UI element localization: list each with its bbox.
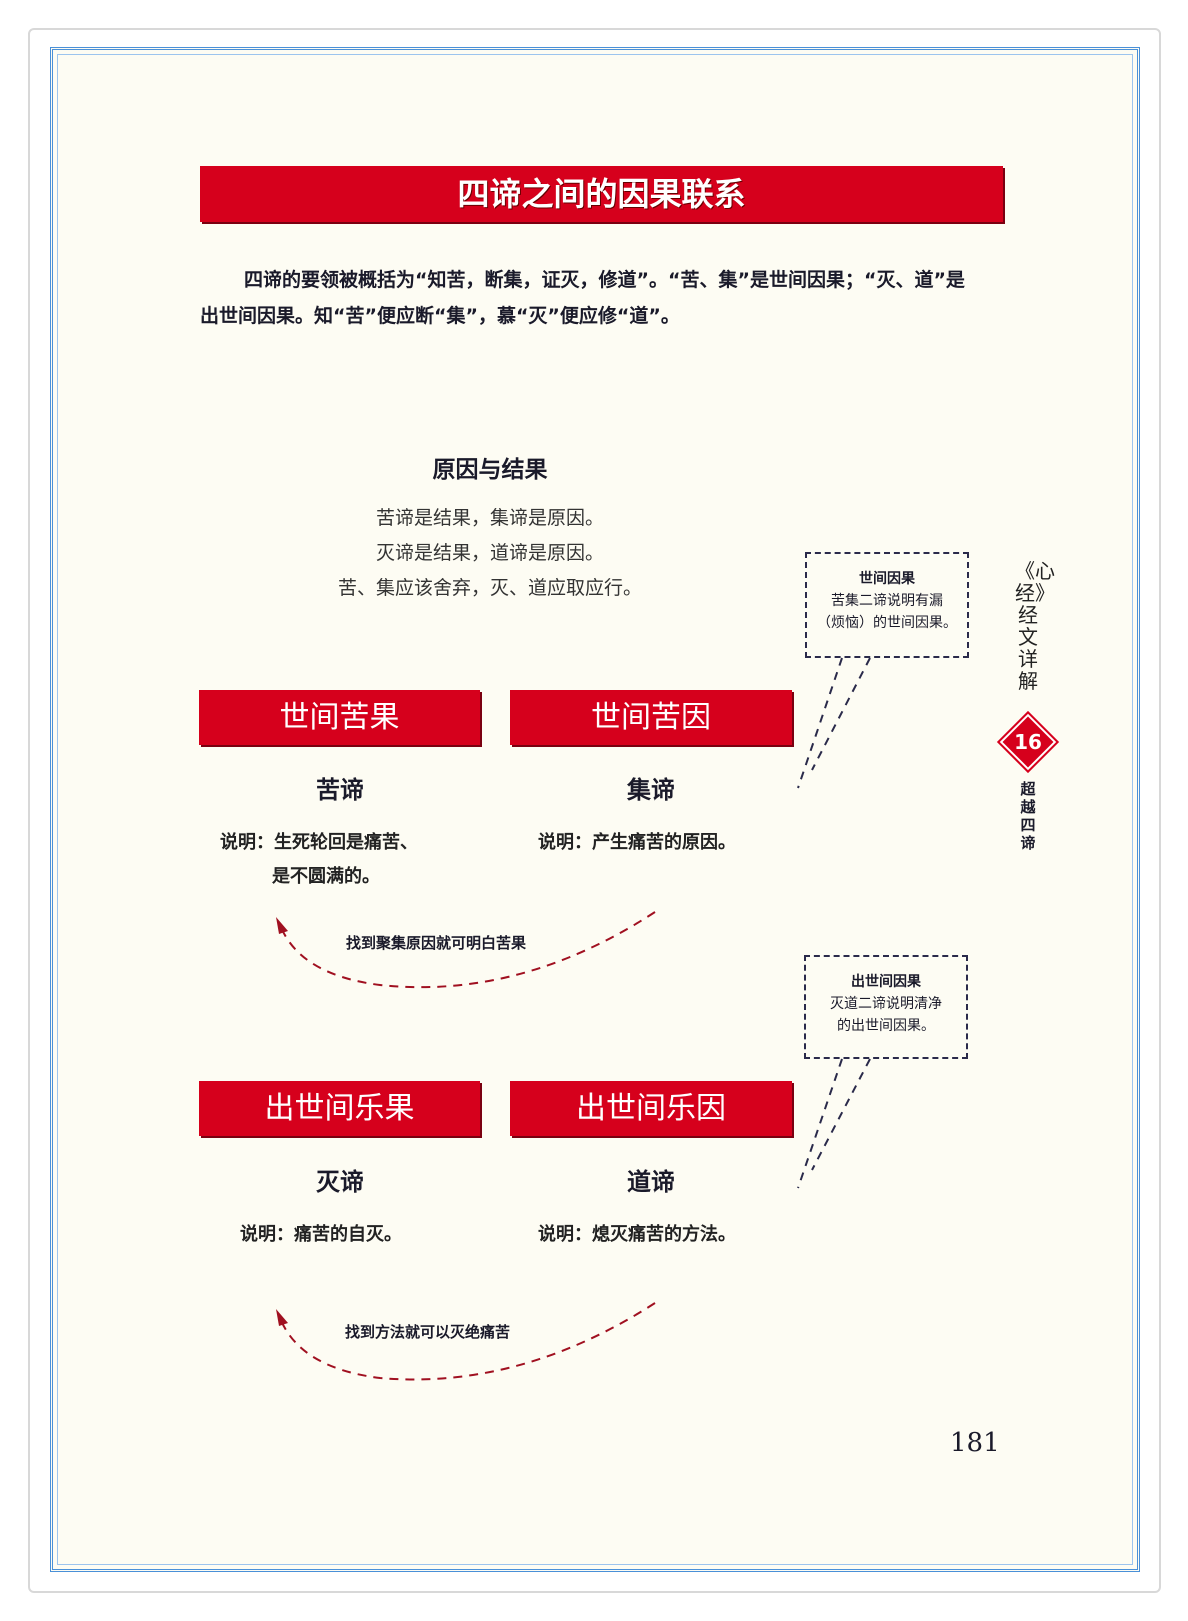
section-heading: 原因与结果: [432, 457, 548, 483]
term-magga: 道谛: [627, 1168, 675, 1196]
bar-transcendent-bliss-cause: 出世间乐因: [510, 1081, 792, 1136]
callout-text: （烦恼）的世间因果。: [817, 615, 957, 631]
bar-worldly-suffering-effect: 世间苦果: [199, 690, 480, 745]
arrowhead-icon: [276, 917, 288, 934]
section-line: 苦谛是结果，集谛是原因。: [375, 507, 604, 529]
intro-paragraph: 四谛的要领被概括为“知苦，断集，证灭，修道”。“苦、集”是世间因果；“灭、道”是…: [200, 269, 965, 327]
bar-transcendent-bliss-effect: 出世间乐果: [199, 1081, 480, 1136]
term-samudaya: 集谛: [627, 776, 675, 804]
arrow-label: 找到方法就可以灭绝痛苦: [345, 1323, 511, 1341]
callout-text: 灭道二谛说明清净: [830, 996, 942, 1012]
curved-arrow: [279, 1302, 656, 1381]
callout-text: 的出世间因果。: [837, 1018, 935, 1034]
bar-worldly-suffering-cause: 世间苦因: [510, 690, 792, 745]
chapter-number: 16: [1014, 730, 1042, 754]
term-nirodha: 灭谛: [316, 1168, 364, 1196]
arrowhead-icon: [276, 1309, 288, 1326]
explanation: 是不圆满的。: [272, 866, 380, 887]
book-page: [50, 47, 1140, 1572]
curved-arrow: [279, 911, 656, 989]
callout-pointer: [811, 1058, 871, 1171]
callout-pointer: [811, 657, 871, 771]
page-number: 181: [950, 1428, 1000, 1458]
section-line: 灭谛是结果，道谛是原因。: [375, 542, 604, 564]
explanation: 说明：生死轮回是痛苦、: [220, 832, 418, 853]
explanation: 说明：产生痛苦的原因。: [538, 832, 736, 853]
callout-text: 苦集二谛说明有漏: [831, 593, 943, 609]
callout-pointer: [797, 657, 843, 789]
callout-transcendent-cause-effect: 出世间因果 灭道二谛说明清净 的出世间因果。: [804, 955, 968, 1059]
term-dukkha: 苦谛: [316, 776, 364, 804]
section-line: 苦、集应该舍弃，灭、道应取应行。: [337, 577, 642, 599]
callout-pointer: [797, 1058, 843, 1189]
callout-worldly-cause-effect: 世间因果 苦集二谛说明有漏 （烦恼）的世间因果。: [805, 552, 969, 658]
callout-title: 出世间因果: [851, 974, 921, 990]
sidebar-chapter-title: 超越四谛: [1020, 780, 1036, 852]
callout-title: 世间因果: [859, 571, 915, 587]
arrow-label: 找到聚集原因就可明白苦果: [346, 934, 527, 952]
page-title: 四谛之间的因果联系: [200, 166, 1003, 222]
explanation: 说明：熄灭痛苦的方法。: [538, 1224, 736, 1245]
sidebar-book-title: 《心经》经文详解: [1015, 559, 1055, 693]
explanation: 说明：痛苦的自灭。: [240, 1224, 402, 1245]
